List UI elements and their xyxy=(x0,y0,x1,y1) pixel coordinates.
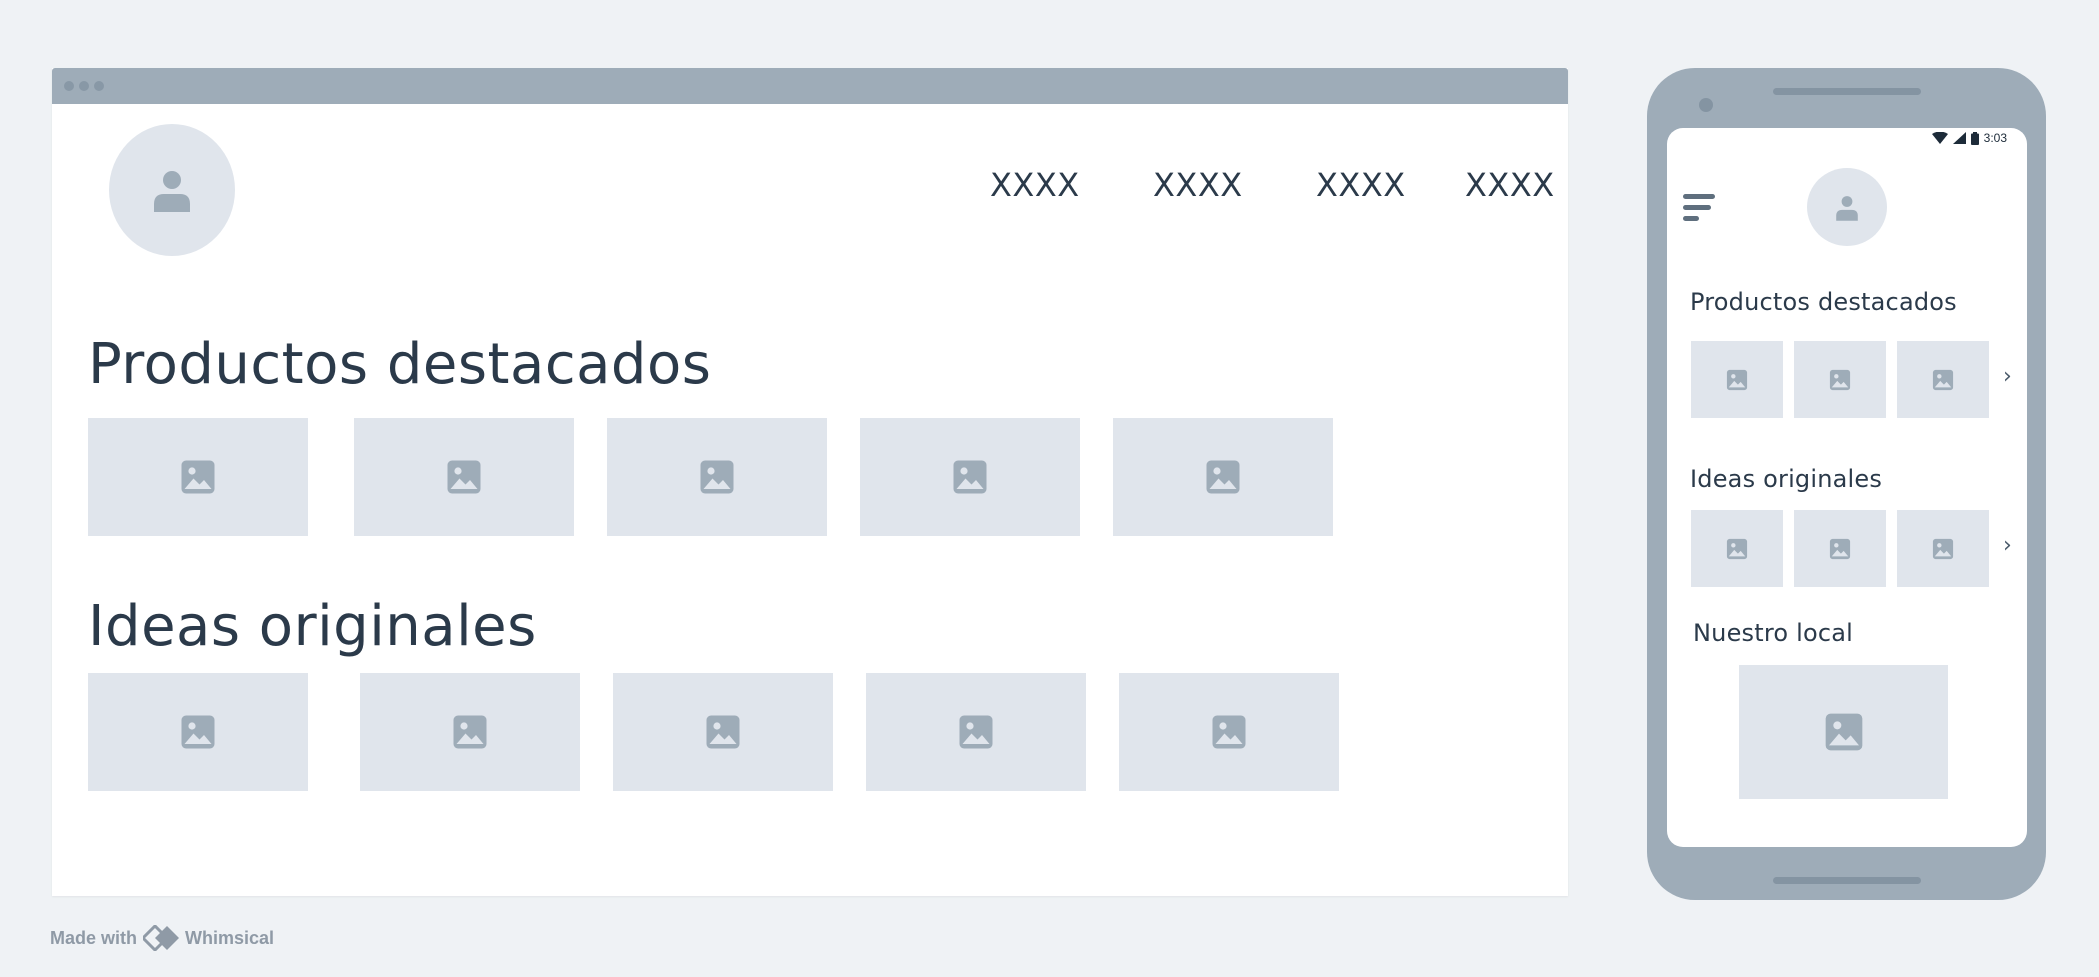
hamburger-menu-icon[interactable] xyxy=(1683,194,1715,222)
phone-speaker xyxy=(1773,88,1921,95)
phone-screen: 3:03 Productos destacados › Ideas origin… xyxy=(1667,128,2027,847)
image-placeholder-icon xyxy=(1932,538,1954,559)
image-placeholder-icon xyxy=(959,715,993,749)
section-title-original-ideas: Ideas originales xyxy=(1690,465,1883,493)
image-placeholder-icon xyxy=(1825,713,1862,751)
avatar[interactable] xyxy=(109,124,235,256)
section-title-featured-products: Productos destacados xyxy=(88,332,712,397)
image-placeholder-icon xyxy=(181,460,215,494)
user-icon xyxy=(154,171,190,212)
idea-image-4[interactable] xyxy=(866,673,1086,791)
image-placeholder-icon xyxy=(1726,538,1748,559)
whimsical-logo-icon xyxy=(143,925,180,951)
idea-image-5[interactable] xyxy=(1119,673,1339,791)
product-image-5[interactable] xyxy=(1113,418,1333,536)
image-placeholder-icon xyxy=(1212,715,1246,749)
section-title-featured-products: Productos destacados xyxy=(1690,288,1957,316)
avatar[interactable] xyxy=(1807,168,1887,246)
phone-home-indicator xyxy=(1773,877,1921,884)
browser-title-bar xyxy=(52,68,1568,104)
status-time: 3:03 xyxy=(1983,131,2007,145)
phone-camera xyxy=(1699,98,1713,112)
idea-image-3[interactable] xyxy=(613,673,833,791)
window-dot-close xyxy=(64,81,74,91)
image-placeholder-icon xyxy=(706,715,740,749)
nav-link-1[interactable]: XXXX xyxy=(990,166,1080,204)
product-image-4[interactable] xyxy=(860,418,1080,536)
image-placeholder-icon xyxy=(453,715,487,749)
status-bar: 3:03 xyxy=(1931,131,2007,145)
product-image-1[interactable] xyxy=(1691,341,1783,418)
nav-link-2[interactable]: XXXX xyxy=(1153,166,1243,204)
image-placeholder-icon xyxy=(181,715,215,749)
image-placeholder-icon xyxy=(1932,369,1954,390)
image-placeholder-icon xyxy=(1829,538,1851,559)
desktop-browser-frame: XXXX XXXX XXXX XXXX Productos destacados… xyxy=(52,68,1568,896)
made-with-whimsical-badge[interactable]: Made with Whimsical xyxy=(50,925,274,951)
product-image-1[interactable] xyxy=(88,418,308,536)
idea-image-1[interactable] xyxy=(1691,510,1783,587)
window-dot-maximize xyxy=(94,81,104,91)
made-with-label: Made with xyxy=(50,927,138,948)
signal-icon xyxy=(1952,132,1966,144)
product-image-3[interactable] xyxy=(607,418,827,536)
image-placeholder-icon xyxy=(1829,369,1851,390)
store-image[interactable] xyxy=(1739,665,1948,799)
whimsical-brand-label: Whimsical xyxy=(185,927,275,948)
product-image-3[interactable] xyxy=(1897,341,1989,418)
image-placeholder-icon xyxy=(447,460,481,494)
section-title-original-ideas: Ideas originales xyxy=(88,594,537,659)
window-dot-minimize xyxy=(79,81,89,91)
idea-image-2[interactable] xyxy=(1794,510,1886,587)
nav-link-3[interactable]: XXXX xyxy=(1316,166,1406,204)
carousel-next-chevron-icon[interactable]: › xyxy=(2003,533,2012,558)
idea-image-1[interactable] xyxy=(88,673,308,791)
idea-image-3[interactable] xyxy=(1897,510,1989,587)
carousel-next-chevron-icon[interactable]: › xyxy=(2003,364,2012,389)
user-icon xyxy=(1836,195,1858,221)
image-placeholder-icon xyxy=(953,460,987,494)
wifi-icon xyxy=(1931,132,1948,144)
battery-icon xyxy=(1970,131,1979,145)
product-image-2[interactable] xyxy=(1794,341,1886,418)
image-placeholder-icon xyxy=(700,460,734,494)
section-title-our-store: Nuestro local xyxy=(1693,619,1854,647)
product-image-2[interactable] xyxy=(354,418,574,536)
idea-image-2[interactable] xyxy=(360,673,580,791)
nav-link-4[interactable]: XXXX xyxy=(1465,166,1555,204)
image-placeholder-icon xyxy=(1726,369,1748,390)
mobile-phone-frame: 3:03 Productos destacados › Ideas origin… xyxy=(1647,68,2046,900)
image-placeholder-icon xyxy=(1206,460,1240,494)
